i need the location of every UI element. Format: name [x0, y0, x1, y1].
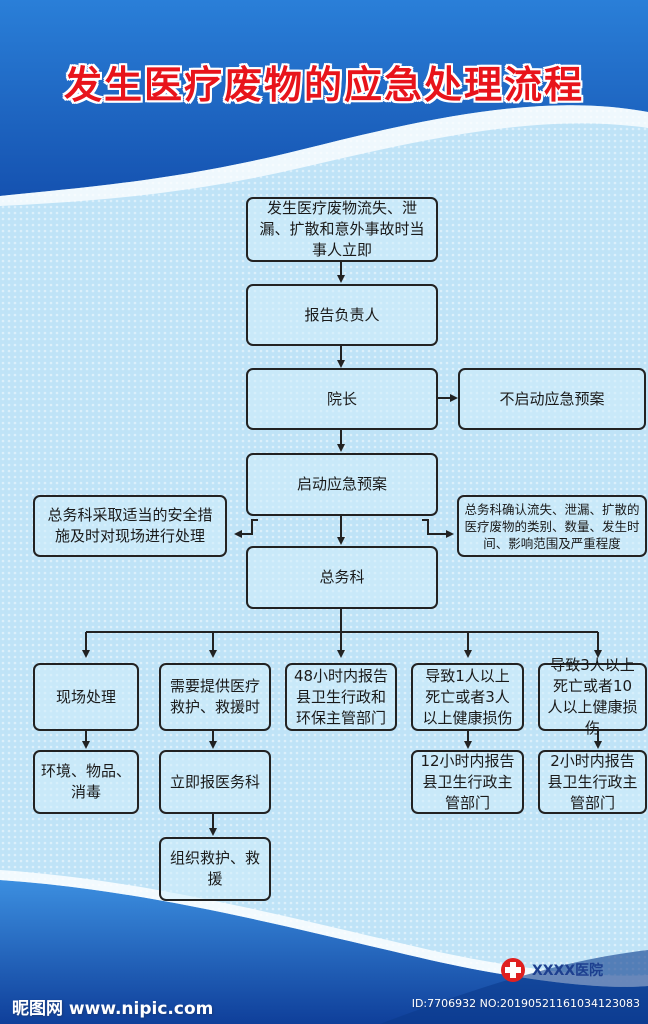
node-general-affairs: 总务科 [246, 546, 438, 609]
node-branch2: 需要提供医疗救护、救援时 [159, 663, 271, 731]
node-branch1: 现场处理 [33, 663, 139, 731]
node-branch3: 48小时内报告县卫生行政和环保主管部门 [285, 663, 397, 731]
node-report-head: 报告负责人 [246, 284, 438, 346]
node-branch5: 导致3人以上死亡或者10人以上健康损伤 [538, 656, 647, 737]
node-start: 发生医疗废物流失、泄漏、扩散和意外事故时当事人立即 [246, 197, 438, 262]
node-branch4: 导致1人以上死亡或者3人以上健康损伤 [411, 663, 524, 731]
node-branch1-sub: 环境、物品、消毒 [33, 750, 139, 814]
node-branch2-sub2: 组织救护、救援 [159, 837, 271, 901]
node-branch4-sub: 12小时内报告县卫生行政主管部门 [411, 750, 524, 814]
node-branch2-sub: 立即报医务科 [159, 750, 271, 814]
node-right-confirm: 总务科确认流失、泄漏、扩散的医疗废物的类别、数量、发生时间、影响范围及严重程度 [457, 495, 647, 557]
node-dean: 院长 [246, 368, 438, 430]
red-cross-icon [501, 958, 525, 982]
watermark-site: 昵图网 www.nipic.com [12, 999, 214, 1019]
node-left-action: 总务科采取适当的安全措施及时对现场进行处理 [33, 495, 227, 557]
page-title: 发生医疗废物的应急处理流程 [63, 63, 584, 107]
node-no-plan: 不启动应急预案 [458, 368, 646, 430]
node-start-plan: 启动应急预案 [246, 453, 438, 516]
node-branch5-sub: 2小时内报告县卫生行政主管部门 [538, 750, 647, 814]
watermark-id: ID:7706932 NO:20190521161034123083 [411, 997, 640, 1010]
hospital-logo: XXXX医院 [500, 956, 603, 984]
hospital-name: XXXX医院 [532, 963, 604, 979]
